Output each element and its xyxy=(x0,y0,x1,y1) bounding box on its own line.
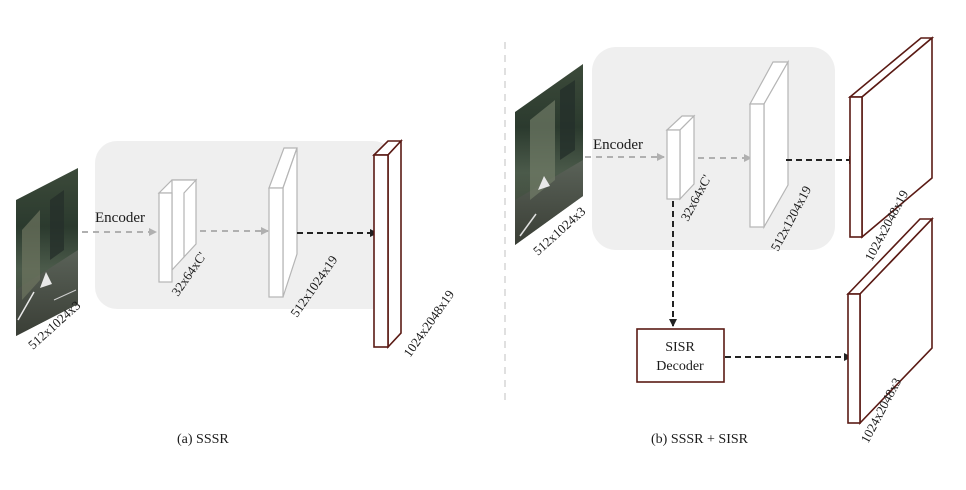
panel-b: 512x1024x3 Encoder 32x64xC' 512x1204x19 xyxy=(515,36,935,447)
encoder-label: Encoder xyxy=(95,210,145,226)
sisr-decoder-box: SISR Decoder xyxy=(636,328,725,383)
output-volume-top xyxy=(847,36,935,239)
caption-b: (b) SSSR + SISR xyxy=(651,432,749,447)
caption-a: (a) SSSR xyxy=(177,432,229,447)
output-size-label: 1024x2048x19 xyxy=(400,287,457,359)
input-image xyxy=(16,168,78,336)
output-volume xyxy=(372,138,403,350)
panel-a: 512x1024x3 Encoder 32x64xC' 512x1024x19 xyxy=(16,138,457,447)
encoder-label: Encoder xyxy=(593,137,643,153)
feature-map xyxy=(157,178,198,283)
decoder-label-line2: Decoder xyxy=(656,359,704,374)
upsampled-map xyxy=(268,147,298,298)
upsampled-map xyxy=(748,59,790,230)
decoder-label-line1: SISR xyxy=(665,340,695,355)
output-volume-bottom xyxy=(846,217,934,425)
input-image xyxy=(515,64,583,245)
feature-map xyxy=(665,114,696,201)
